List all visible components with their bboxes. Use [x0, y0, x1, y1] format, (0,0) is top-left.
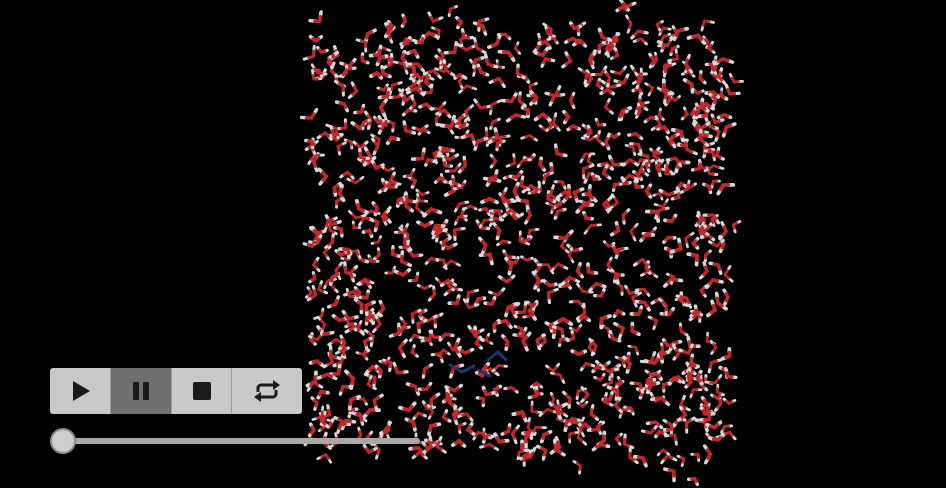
pause-icon [133, 382, 149, 400]
slider-thumb[interactable] [50, 428, 76, 454]
loop-button[interactable] [232, 368, 302, 414]
play-button[interactable] [50, 368, 111, 414]
pause-button[interactable] [111, 368, 172, 414]
playback-controls [50, 368, 302, 414]
timeline-slider[interactable] [50, 427, 422, 455]
water-molecules [299, 0, 744, 487]
stop-icon [192, 382, 211, 400]
slider-track[interactable] [60, 438, 420, 444]
loop-icon [254, 380, 280, 402]
play-icon [73, 381, 90, 401]
stop-button[interactable] [172, 368, 232, 414]
